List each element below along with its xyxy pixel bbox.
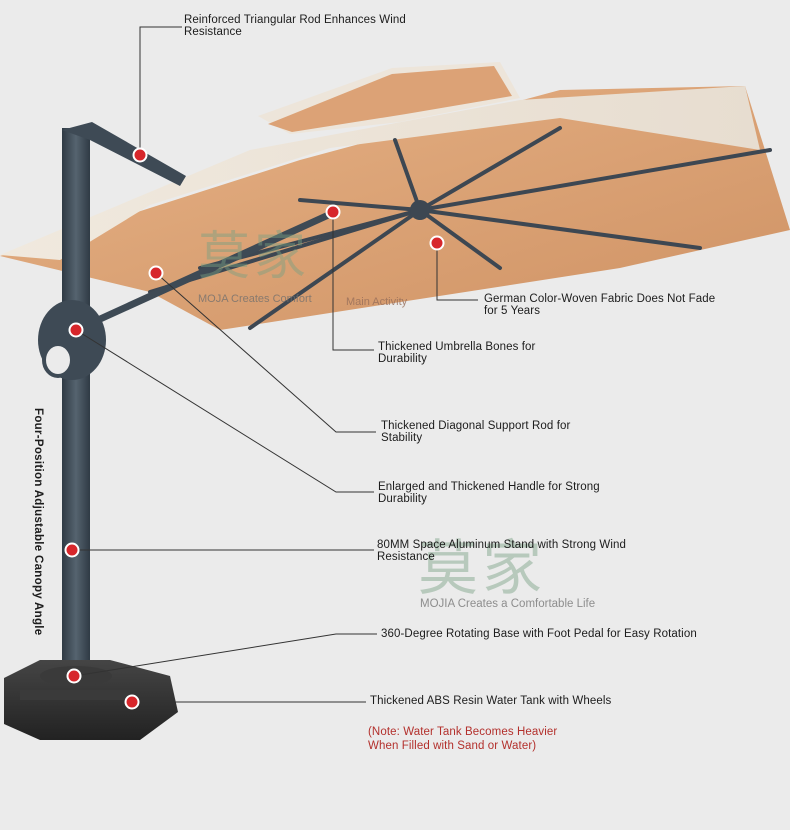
marker-diagonal-rod xyxy=(148,265,164,281)
watermark-caption-large: MOJIA Creates a Comfortable Life xyxy=(420,598,596,610)
main-pole xyxy=(62,128,90,680)
marker-fabric xyxy=(429,235,445,251)
top-arm xyxy=(62,122,186,186)
marker-handle xyxy=(68,322,84,338)
callout-markers xyxy=(64,147,445,710)
umbrella-frame xyxy=(38,122,339,680)
callout-tank-note: (Note: Water Tank Becomes Heavier When F… xyxy=(368,726,558,752)
callout-stand: 80MM Space Aluminum Stand with Strong Wi… xyxy=(377,539,627,563)
canopy xyxy=(0,62,790,330)
callout-bones: Thickened Umbrella Bones for Durability xyxy=(378,341,536,365)
callout-handle: Enlarged and Thickened Handle for Strong… xyxy=(378,481,600,505)
handle-grip xyxy=(42,342,74,378)
callout-triangular-rod: Reinforced Triangular Rod Enhances Wind … xyxy=(184,14,406,38)
side-label-canopy-angle: Four-Position Adjustable Canopy Angle xyxy=(32,408,44,636)
callout-fabric: German Color-Woven Fabric Does Not Fade … xyxy=(484,293,716,317)
watermark-logo-small: 莫家 xyxy=(198,227,311,287)
diagonal-support-rod xyxy=(72,208,339,334)
callout-tank: Thickened ABS Resin Water Tank with Whee… xyxy=(370,695,612,707)
tank-groove xyxy=(20,690,130,700)
leader-lines xyxy=(72,26,478,703)
marker-bones xyxy=(325,204,341,220)
marker-triangular-rod xyxy=(132,147,148,163)
canopy-hub xyxy=(410,200,430,220)
callout-base: 360-Degree Rotating Base with Foot Pedal… xyxy=(381,628,697,640)
watermark-logo-large: 莫家 xyxy=(418,534,546,604)
watermark-caption-small: MOJA Creates Comfort xyxy=(198,293,312,305)
water-tank-base xyxy=(4,660,178,740)
marker-base xyxy=(66,668,82,684)
canopy-vent-under xyxy=(268,66,512,132)
marker-tank xyxy=(124,694,140,710)
marker-stand xyxy=(64,542,80,558)
callout-diagonal-rod: Thickened Diagonal Support Rod for Stabi… xyxy=(381,420,571,444)
watermark-extra-small: Main Activity xyxy=(346,296,408,308)
